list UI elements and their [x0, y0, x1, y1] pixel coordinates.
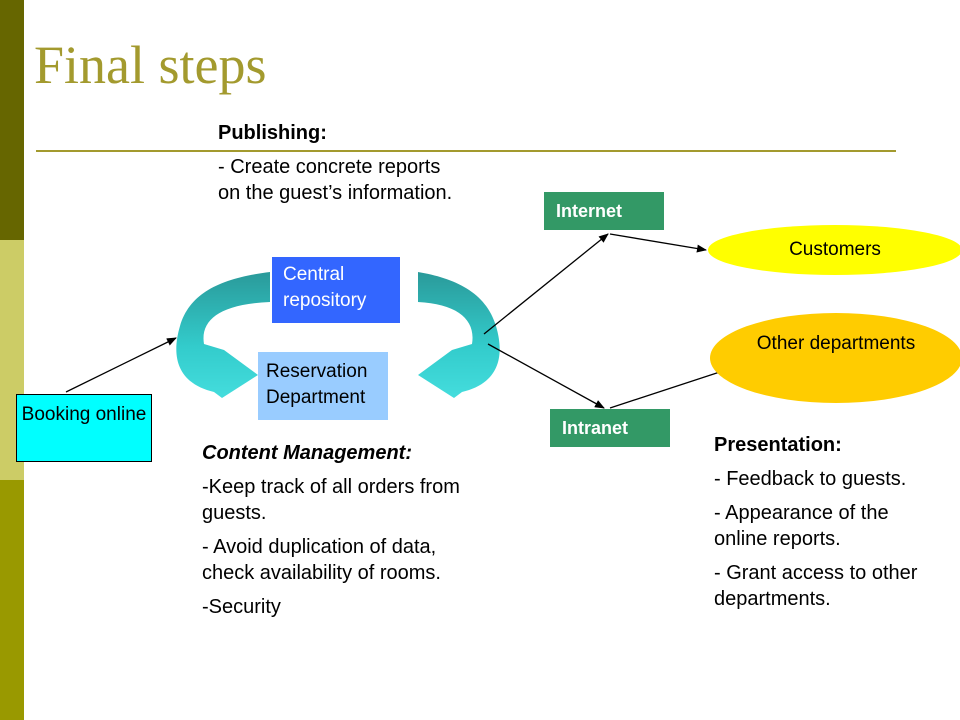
booking-online-node: Booking online [16, 394, 152, 462]
publishing-heading: Publishing: [218, 122, 327, 144]
sidebar-band-mid [0, 480, 24, 720]
departments-connector [609, 367, 733, 409]
title-underline [36, 150, 896, 152]
presentation-section: Presentation: - Feedback to guests. - Ap… [714, 432, 940, 620]
slide-title: Final steps [34, 35, 267, 95]
content-management-heading: Content Management: [202, 442, 412, 464]
presentation-item: - Grant access to other departments. [714, 562, 918, 610]
customers-connector [609, 233, 707, 253]
sidebar-band-dark [0, 0, 24, 240]
cycle-arrow-left [176, 272, 270, 398]
other-departments-node: Other departments [710, 313, 960, 403]
sidebar-decoration [0, 0, 24, 720]
central-repository-node: Central repository [272, 257, 400, 323]
presentation-heading: Presentation: [714, 434, 842, 456]
publishing-section: Publishing: - Create concrete reports on… [218, 120, 468, 214]
customers-node: Customers [708, 225, 960, 275]
internet-connector [483, 233, 609, 335]
content-management-item: -Keep track of all orders from guests. [202, 476, 460, 524]
intranet-connector [487, 343, 605, 409]
content-management-section: Content Management: -Keep track of all o… [202, 440, 492, 628]
reservation-department-node: Reservation Department [258, 352, 388, 420]
intranet-node: Intranet [550, 409, 670, 447]
presentation-item: - Appearance of the online reports. [714, 502, 889, 550]
content-management-item: -Security [202, 596, 281, 618]
cycle-arrow-right [418, 272, 500, 398]
publishing-item: - Create concrete reports on the guest’s… [218, 156, 453, 204]
presentation-item: - Feedback to guests. [714, 468, 907, 490]
content-management-item: - Avoid duplication of data, check avail… [202, 536, 441, 584]
internet-node: Internet [544, 192, 664, 230]
booking-connector [65, 337, 177, 393]
